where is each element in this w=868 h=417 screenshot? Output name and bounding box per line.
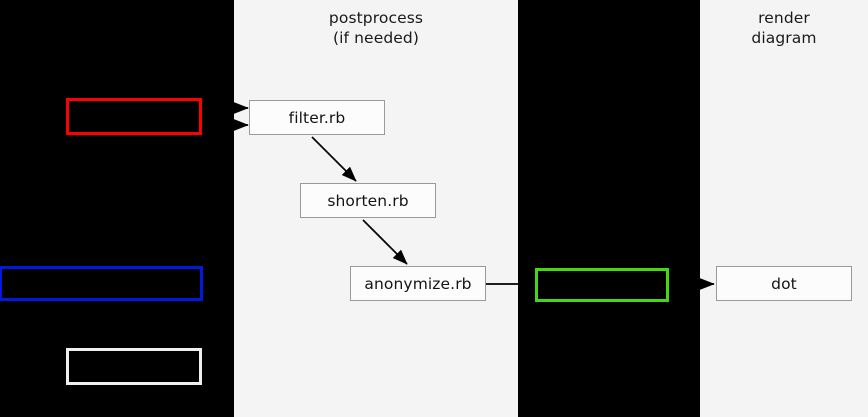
redacted-node-blue[interactable] xyxy=(0,266,203,301)
node-shorten-rb[interactable]: shorten.rb xyxy=(300,183,436,218)
redaction-band-left xyxy=(0,0,234,417)
edge-shorten-to-anonymize xyxy=(362,219,408,265)
node-anonymize-rb[interactable]: anonymize.rb xyxy=(350,266,486,301)
redacted-node-red[interactable] xyxy=(66,98,202,135)
cluster-label-postprocess: postprocess (if needed) xyxy=(328,9,424,47)
redacted-node-green[interactable] xyxy=(535,268,669,302)
cluster-label-render: render diagram xyxy=(751,9,817,47)
edge-filter-to-shorten xyxy=(311,136,357,182)
node-dot[interactable]: dot xyxy=(716,266,852,301)
redacted-node-white[interactable] xyxy=(66,348,202,385)
node-filter-rb[interactable]: filter.rb xyxy=(249,100,385,135)
redaction-band-middle xyxy=(518,0,700,417)
